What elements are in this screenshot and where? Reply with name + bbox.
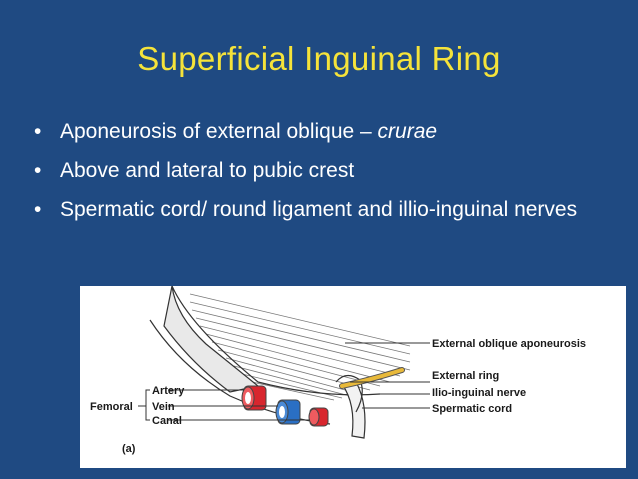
- label-canal: Canal: [152, 415, 182, 427]
- bullet-text: Above and lateral to pubic crest: [60, 159, 355, 182]
- bullet-item: • Above and lateral to pubic crest: [30, 157, 610, 184]
- bullet-item: • Aponeurosis of external oblique – crur…: [30, 118, 610, 145]
- bullet-italic-text: crurae: [377, 120, 438, 143]
- label-artery: Artery: [152, 385, 185, 397]
- femoral-artery-shape: [241, 385, 267, 411]
- label-external-oblique: External oblique aponeurosis: [432, 338, 586, 350]
- spermatic-cord-shape: [340, 381, 366, 439]
- slide-title: Superficial Inguinal Ring: [137, 40, 501, 77]
- label-femoral: Femoral: [90, 401, 133, 413]
- label-external-ring: External ring: [432, 370, 499, 382]
- femoral-vein-shape: [275, 399, 301, 425]
- bullet-text: Aponeurosis of external oblique –: [60, 120, 378, 143]
- inguinal-ring-diagram: External oblique aponeurosis External ri…: [90, 286, 586, 455]
- label-panel: (a): [122, 443, 136, 455]
- oblique-muscle-edge: [163, 286, 260, 393]
- bullet-list: • Aponeurosis of external oblique – crur…: [30, 118, 610, 223]
- leader-lines: [168, 342, 430, 421]
- oblique-outline: [171, 286, 381, 396]
- bullet-item: • Spermatic cord/ round ligament and ill…: [30, 196, 610, 223]
- label-ilio-inguinal: Ilio-inguinal nerve: [432, 387, 526, 399]
- bullet-dot-icon: •: [34, 198, 42, 221]
- label-vein: Vein: [152, 401, 175, 413]
- bullet-dot-icon: •: [34, 159, 42, 182]
- femoral-bracket: [138, 389, 150, 421]
- aponeurosis-fibres: [189, 293, 411, 401]
- femoral-canal-shape: [308, 407, 329, 427]
- anatomy-figure: External oblique aponeurosis External ri…: [80, 286, 626, 468]
- label-spermatic-cord: Spermatic cord: [432, 403, 512, 415]
- bullet-text: Spermatic cord/ round ligament and illio…: [60, 198, 578, 221]
- bullet-dot-icon: •: [34, 120, 42, 143]
